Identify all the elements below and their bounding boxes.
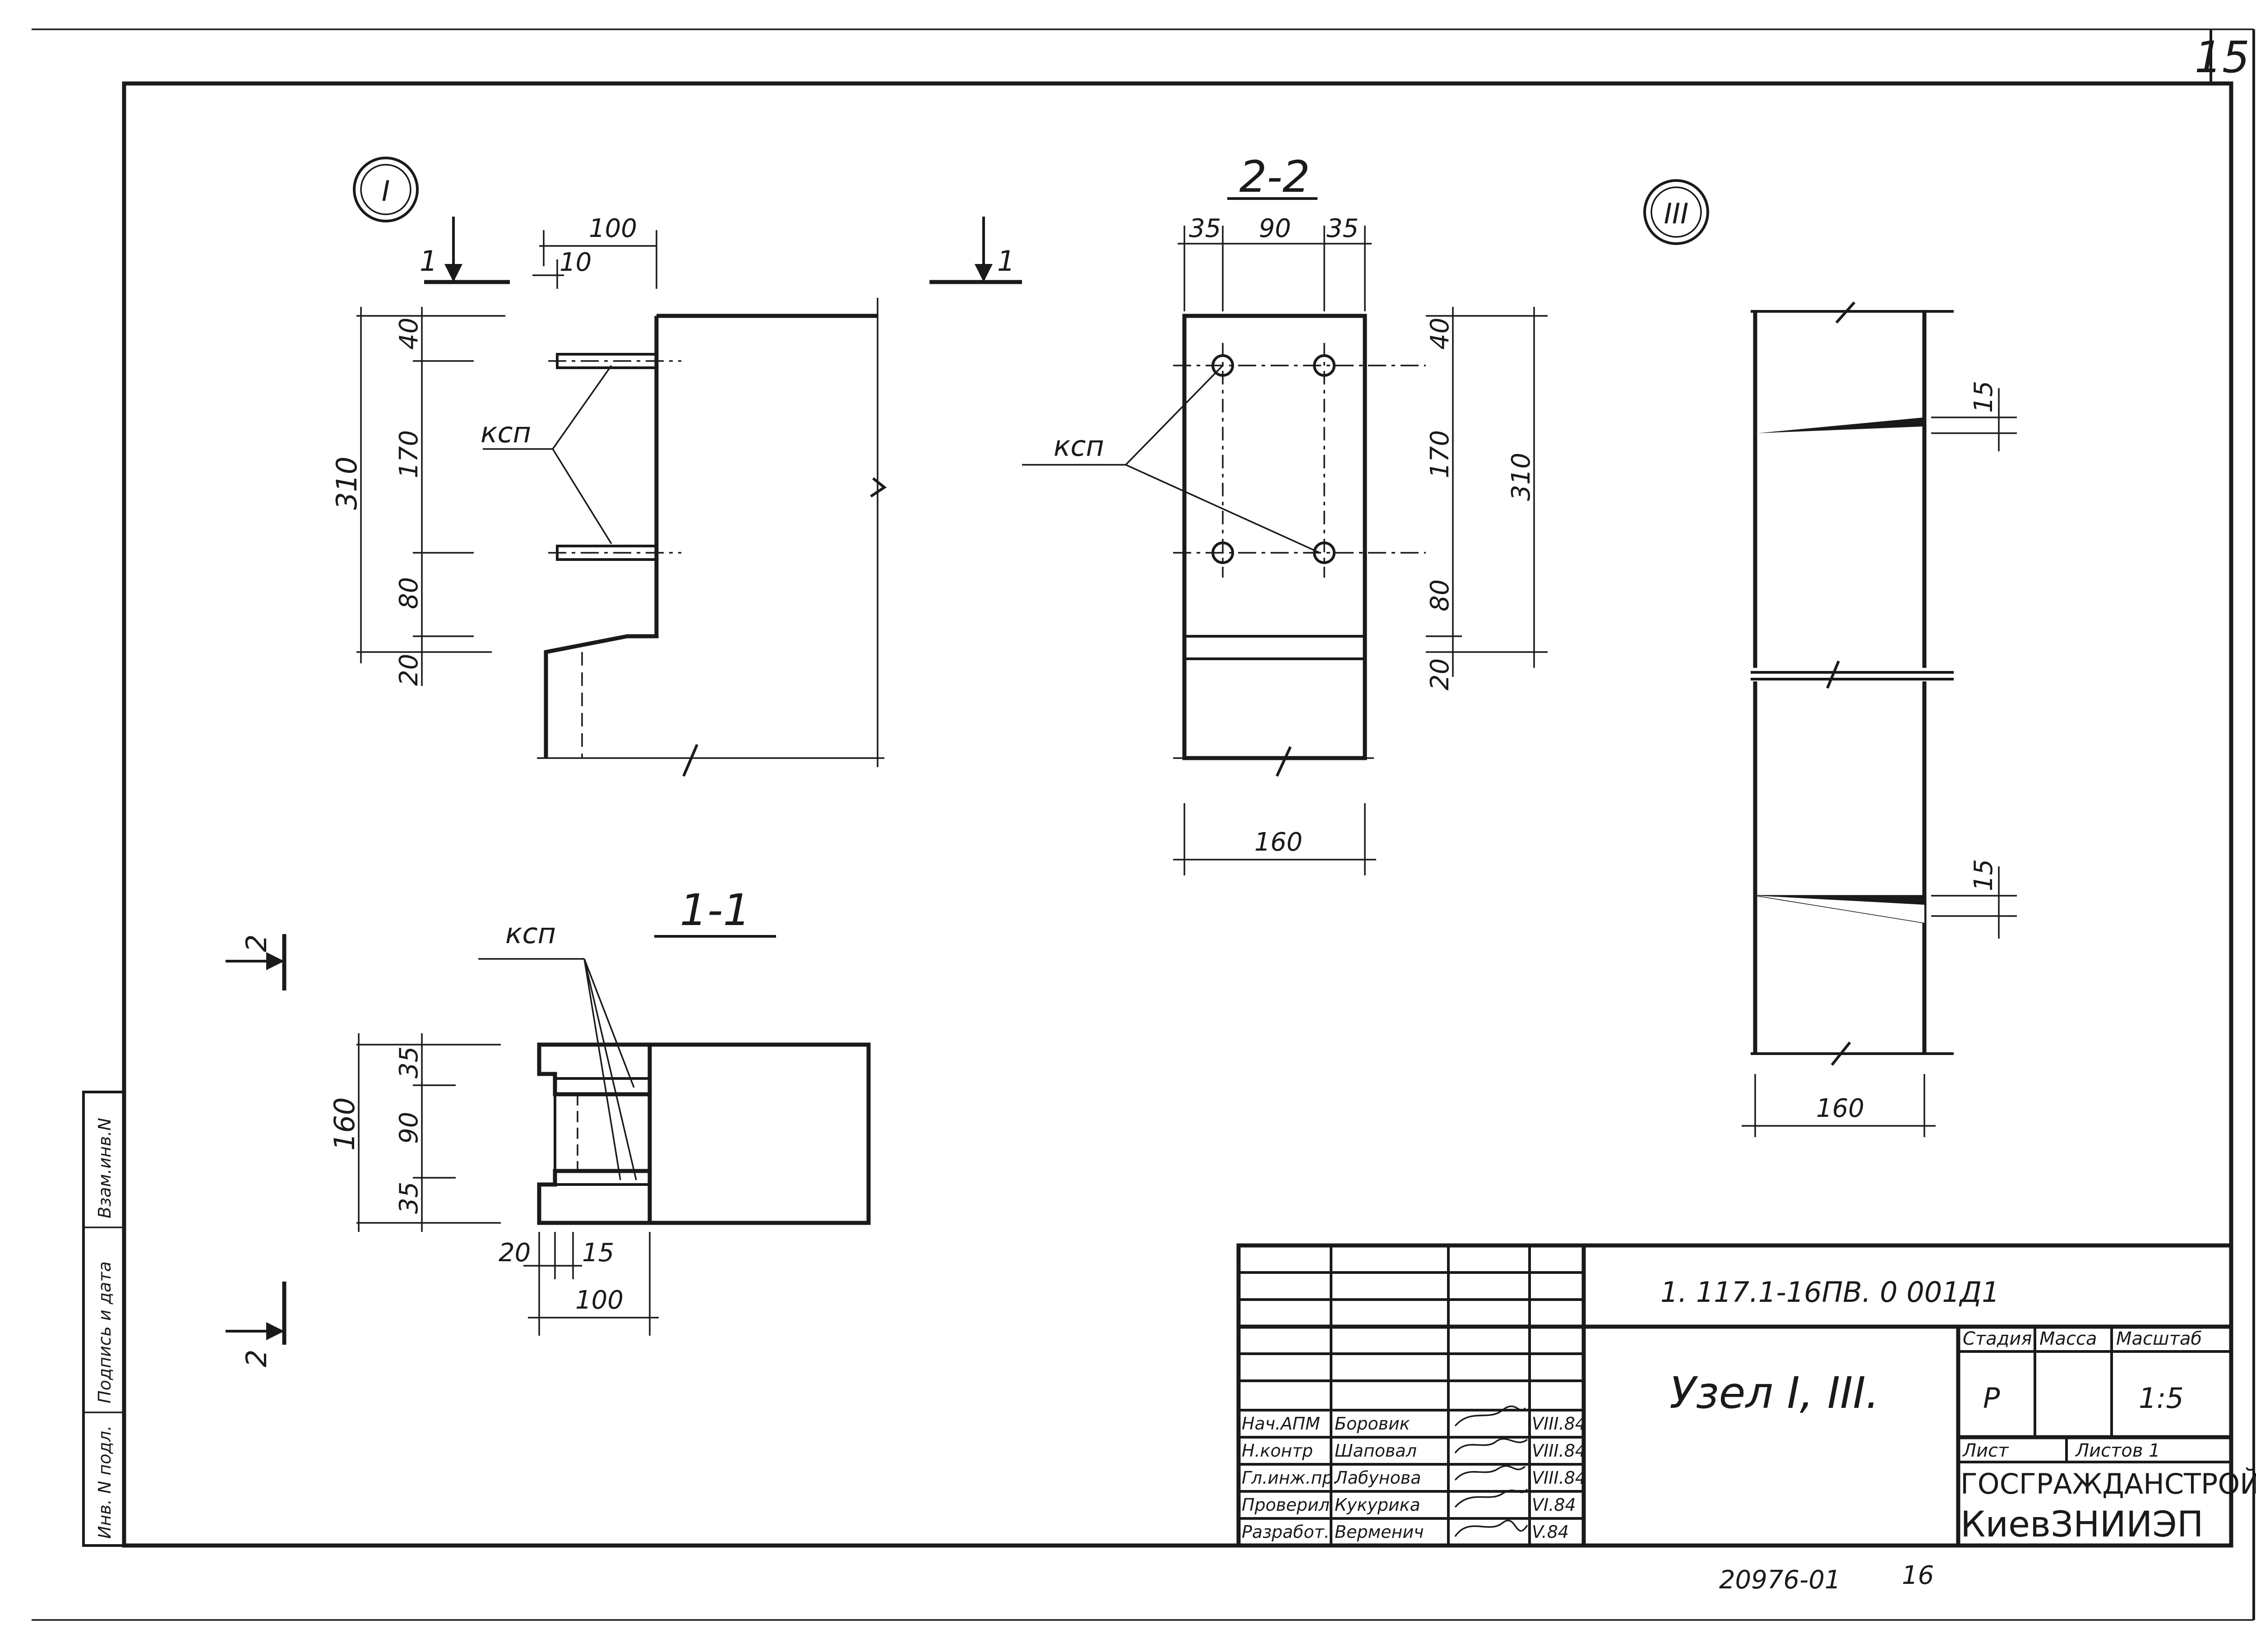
view-I: I 1 1 ксп 100 10 [330,157,1022,777]
drawing-name: Узел I, III. [1669,1368,1879,1418]
view-I-dim-20: 20 [394,654,424,686]
view-1-1-dim-100: 100 [575,1286,624,1315]
sheet-label: Лист [1962,1440,2009,1461]
name-3: Кукурика [1335,1495,1420,1515]
view-2-2-title: 2-2 [1239,152,1310,202]
section-mark-1-right: 1 [997,245,1015,278]
side-stamp: Взам.инв.N Подпись и дата Инв. N подл. [82,1091,125,1547]
view-I-marker: I [382,175,390,208]
view-I-callout: ксп [481,416,531,449]
view-1-1-title: 1-1 [680,885,751,935]
org-line2: КиевЗНИИЭП [1960,1504,2204,1545]
role-1: Н.контр [1242,1441,1313,1461]
view-1-1: 1-1 2 2 ксп 160 35 90 35 [226,885,871,1367]
view-I-dim-total: 310 [330,457,363,510]
title-block: 1. 117.1-16ПВ. 0 001Д1 Узел I, III. Стад… [1236,1243,2256,1548]
date-0: VIII.84 [1532,1414,1586,1434]
view-I-dim-40: 40 [394,318,424,350]
org-line1: ГОСГРАЖДАНСТРОЙ [1960,1467,2256,1500]
sheet-number: 15 [2195,32,2250,83]
name-4: Верменич [1335,1522,1424,1542]
view-2-2-dim-170: 170 [1425,430,1455,478]
role-3: Проверил [1242,1495,1330,1515]
view-2-2-dim-35b: 35 [1327,214,1359,243]
view-2-2-dim-width: 160 [1254,828,1303,857]
view-2-2-dim-310: 310 [1507,453,1536,501]
view-I-dim-top-small: 10 [559,248,592,277]
view-1-1-dim-20: 20 [499,1238,531,1268]
view-III-dim-bottom: 15 [1969,859,1998,891]
view-1-1-callout: ксп [505,917,556,950]
scale-value: 1:5 [2139,1382,2184,1415]
date-2: VIII.84 [1532,1468,1586,1488]
view-I-dim-80: 80 [394,577,424,609]
date-1: VIII.84 [1532,1441,1586,1461]
view-III-dim-top: 15 [1969,381,1998,413]
view-2-2-dim-20: 20 [1425,658,1455,690]
role-2: Гл.инж.пр. [1242,1468,1338,1488]
view-2-2: 2-2 ксп 35 90 35 [1022,152,1548,875]
sheet-frame [32,28,2255,1621]
view-1-1-dim-35b: 35 [394,1182,424,1214]
view-1-1-dim-35a: 35 [394,1046,424,1078]
date-4: V.84 [1532,1522,1569,1542]
view-III: III 15 15 160 [1643,179,2017,1137]
sheets-label: Листов 1 [2075,1440,2160,1461]
stage-value: Р [1983,1382,2000,1415]
view-1-1-dim-160: 160 [328,1097,361,1151]
view-2-2-dim-35a: 35 [1189,214,1221,243]
view-1-1-dim-15: 15 [582,1238,614,1268]
name-0: Боровик [1335,1414,1410,1434]
view-III-dim-width: 160 [1816,1094,1864,1123]
page-number: 16 [1902,1561,1934,1590]
archive-number: 20976-01 [1719,1565,1841,1595]
side-stamp-inventory: Инв. N подл. [95,1425,115,1539]
signature-rows: Нач.АПМ Боровик VIII.84 Н.контр Шаповал … [1242,1414,1586,1542]
side-stamp-ref: Взам.инв.N [95,1118,115,1218]
view-2-2-dim-80: 80 [1425,579,1455,611]
view-III-marker: III [1664,197,1689,230]
view-2-2-dim-90: 90 [1259,214,1291,243]
name-1: Шаповал [1335,1441,1417,1461]
doc-code: 1. 117.1-16ПВ. 0 001Д1 [1660,1276,2000,1309]
name-2: Лабунова [1334,1468,1421,1488]
section-mark-1-left: 1 [420,245,437,278]
view-1-1-dim-90: 90 [394,1112,424,1144]
scale-label: Масштаб [2116,1328,2202,1349]
side-stamp-signature: Подпись и дата [95,1261,115,1403]
mass-label: Масса [2039,1328,2097,1349]
role-0: Нач.АПМ [1242,1414,1320,1434]
date-3: VI.84 [1532,1495,1576,1515]
view-2-2-callout: ксп [1054,430,1104,463]
section-mark-2-bottom: 2 [240,1350,273,1367]
view-2-2-dim-40: 40 [1425,318,1455,350]
stage-label: Стадия [1963,1328,2032,1349]
view-I-dim-170: 170 [394,430,424,478]
handwritten-signatures [1454,1405,1528,1537]
role-4: Разработ. [1242,1522,1330,1542]
view-I-dim-top-total: 100 [589,214,637,243]
section-mark-2-top: 2 [240,935,273,952]
